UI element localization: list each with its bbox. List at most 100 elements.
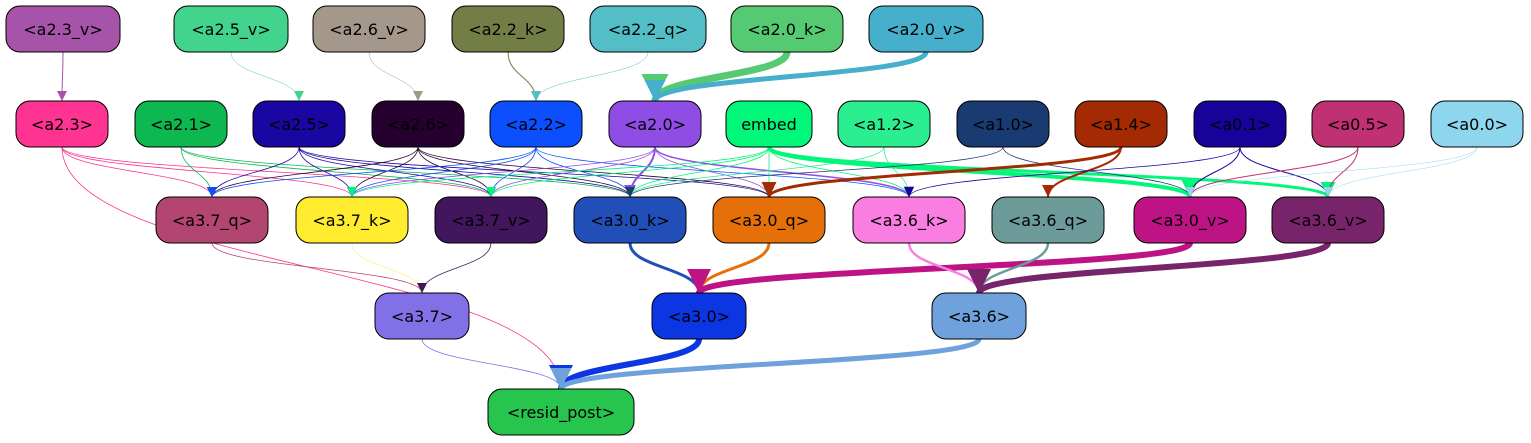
node-a3-6[interactable]: <a3.6>	[931, 292, 1027, 340]
node-label: <a3.0>	[668, 307, 730, 326]
node-a2-2[interactable]: <a2.2>	[489, 100, 583, 148]
node-label: <a3.7_q>	[172, 211, 252, 231]
edge-a0_1-to-a3_6_k	[904, 146, 1241, 198]
edge-embed-to-a3_6_v	[767, 145, 1336, 199]
node-a3-7-q[interactable]: <a3.7_q>	[155, 196, 269, 244]
edge-embed-to-a3_7_v	[486, 146, 770, 198]
node-label: <a2.2_q>	[608, 20, 688, 40]
node-a0-0[interactable]: <a0.0>	[1430, 100, 1524, 148]
node-box	[173, 5, 289, 53]
edge-a0_0-to-a3_0_v	[1185, 146, 1478, 198]
node-embed[interactable]: embed	[725, 100, 813, 148]
node-a2-3[interactable]: <a2.3>	[15, 100, 109, 148]
node-a3-0-q[interactable]: <a3.0_q>	[712, 196, 826, 244]
node-label: <a2.6>	[387, 115, 449, 134]
node-a2-1[interactable]: <a2.1>	[134, 100, 228, 148]
edge-embed-to-a3_0_v	[767, 145, 1199, 199]
node-a3-6-k[interactable]: <a3.6_k>	[852, 196, 966, 244]
node-a0-1[interactable]: <a0.1>	[1193, 100, 1287, 148]
node-label: <a2.5>	[268, 115, 330, 134]
node-a3-0[interactable]: <a3.0>	[651, 292, 747, 340]
node-a2-3-v[interactable]: <a2.3_v>	[5, 5, 121, 53]
node-box	[374, 292, 470, 340]
node-a2-6-v[interactable]: <a2.6_v>	[312, 5, 426, 53]
node-a2-2-k[interactable]: <a2.2_k>	[451, 5, 565, 53]
node-box	[852, 196, 966, 244]
node-label: <a2.0_v>	[886, 20, 966, 40]
node-label: <a3.6>	[948, 307, 1010, 326]
edge-a1_0-to-a3_0_k	[625, 146, 1004, 198]
node-label: <a2.3>	[31, 115, 93, 134]
node-a2-5[interactable]: <a2.5>	[252, 100, 346, 148]
node-a1-4[interactable]: <a1.4>	[1074, 100, 1168, 148]
node-a2-0-v[interactable]: <a2.0_v>	[868, 5, 984, 53]
node-label: <a0.1>	[1209, 115, 1271, 134]
node-box	[155, 196, 269, 244]
edge-a2_2-to-a3_7_k	[347, 146, 537, 198]
node-a1-0[interactable]: <a1.0>	[956, 100, 1050, 148]
node-box	[730, 5, 844, 53]
node-label: <a2.6_v>	[329, 20, 409, 40]
edge-a3_7_q-to-a3_7	[211, 242, 427, 294]
node-box	[312, 5, 426, 53]
edge-a2_0-to-a3_6_k	[654, 146, 915, 198]
node-a3-0-v[interactable]: <a3.0_v>	[1133, 196, 1247, 244]
node-label: <a3.0_q>	[729, 211, 809, 231]
edge-a2_2_q-to-a2_2	[531, 51, 649, 102]
edge-a2_5-to-a3_0_k	[298, 146, 635, 198]
edge-a2_2-to-a3_6_k	[535, 146, 914, 198]
edge-a2_0-to-a3_7_v	[486, 146, 656, 198]
node-box	[451, 5, 565, 53]
node-label: <a3.7_v>	[451, 211, 531, 231]
edge-a2_5-to-a3_7_q	[207, 146, 300, 198]
edge-a3_7-to-resid_post	[421, 338, 566, 390]
node-box	[371, 100, 465, 148]
node-a3-6-q[interactable]: <a3.6_q>	[991, 196, 1105, 244]
node-box	[651, 292, 747, 340]
edge-a2_1-to-a3_0_k	[180, 146, 635, 198]
edge-a0_5-to-a3_0_v	[1185, 146, 1359, 198]
node-a2-0-k[interactable]: <a2.0_k>	[730, 5, 844, 53]
node-box	[725, 100, 813, 148]
edge-a2_5-to-a3_7_k	[298, 146, 357, 198]
node-a3-6-v[interactable]: <a3.6_v>	[1271, 196, 1385, 244]
node-resid-post[interactable]: <resid_post>	[487, 388, 635, 436]
node-box	[1074, 100, 1168, 148]
node-a3-7-v[interactable]: <a3.7_v>	[434, 196, 548, 244]
node-label: <a3.0_k>	[590, 211, 669, 231]
node-box	[1133, 196, 1247, 244]
node-a2-2-q[interactable]: <a2.2_q>	[589, 5, 707, 53]
edge-a1_0-to-a3_0_v	[1002, 146, 1195, 198]
node-box	[1193, 100, 1287, 148]
node-box	[252, 100, 346, 148]
node-a2-5-v[interactable]: <a2.5_v>	[173, 5, 289, 53]
edge-a1_4-to-a3_6_q	[1042, 146, 1122, 198]
node-a2-6[interactable]: <a2.6>	[371, 100, 465, 148]
edge-embed-to-a3_7_k	[347, 146, 770, 198]
node-box	[608, 100, 702, 148]
edge-a3_6_v-to-a3_6	[967, 241, 1331, 295]
edge-a2_6-to-a3_0_k	[417, 146, 635, 198]
edge-a3_7_k-to-a3_7	[351, 242, 427, 294]
node-a2-0[interactable]: <a2.0>	[608, 100, 702, 148]
node-a3-7-k[interactable]: <a3.7_k>	[295, 196, 409, 244]
node-label: <resid_post>	[507, 403, 615, 423]
edge-a2_6-to-a3_7_q	[207, 146, 419, 198]
node-box	[434, 196, 548, 244]
node-a1-2[interactable]: <a1.2>	[837, 100, 931, 148]
node-a3-7[interactable]: <a3.7>	[374, 292, 470, 340]
edge-embed-to-a3_6_k	[768, 146, 914, 198]
edge-layer	[57, 50, 1478, 392]
node-a3-0-k[interactable]: <a3.0_k>	[573, 196, 687, 244]
node-box	[589, 5, 707, 53]
node-label: <a0.5>	[1327, 115, 1389, 134]
node-a0-5[interactable]: <a0.5>	[1311, 100, 1405, 148]
edge-embed-to-a3_0_k	[625, 146, 770, 198]
edge-a2_3-to-resid_post	[61, 146, 566, 390]
edge-a3_7_v-to-a3_7	[417, 242, 492, 294]
edge-a2_5-to-a3_7_v	[298, 146, 496, 198]
node-label: <a0.0>	[1446, 115, 1508, 134]
edge-a2_5_v-to-a2_5	[230, 51, 304, 102]
node-label: <a3.6_v>	[1288, 211, 1368, 231]
node-box	[868, 5, 984, 53]
